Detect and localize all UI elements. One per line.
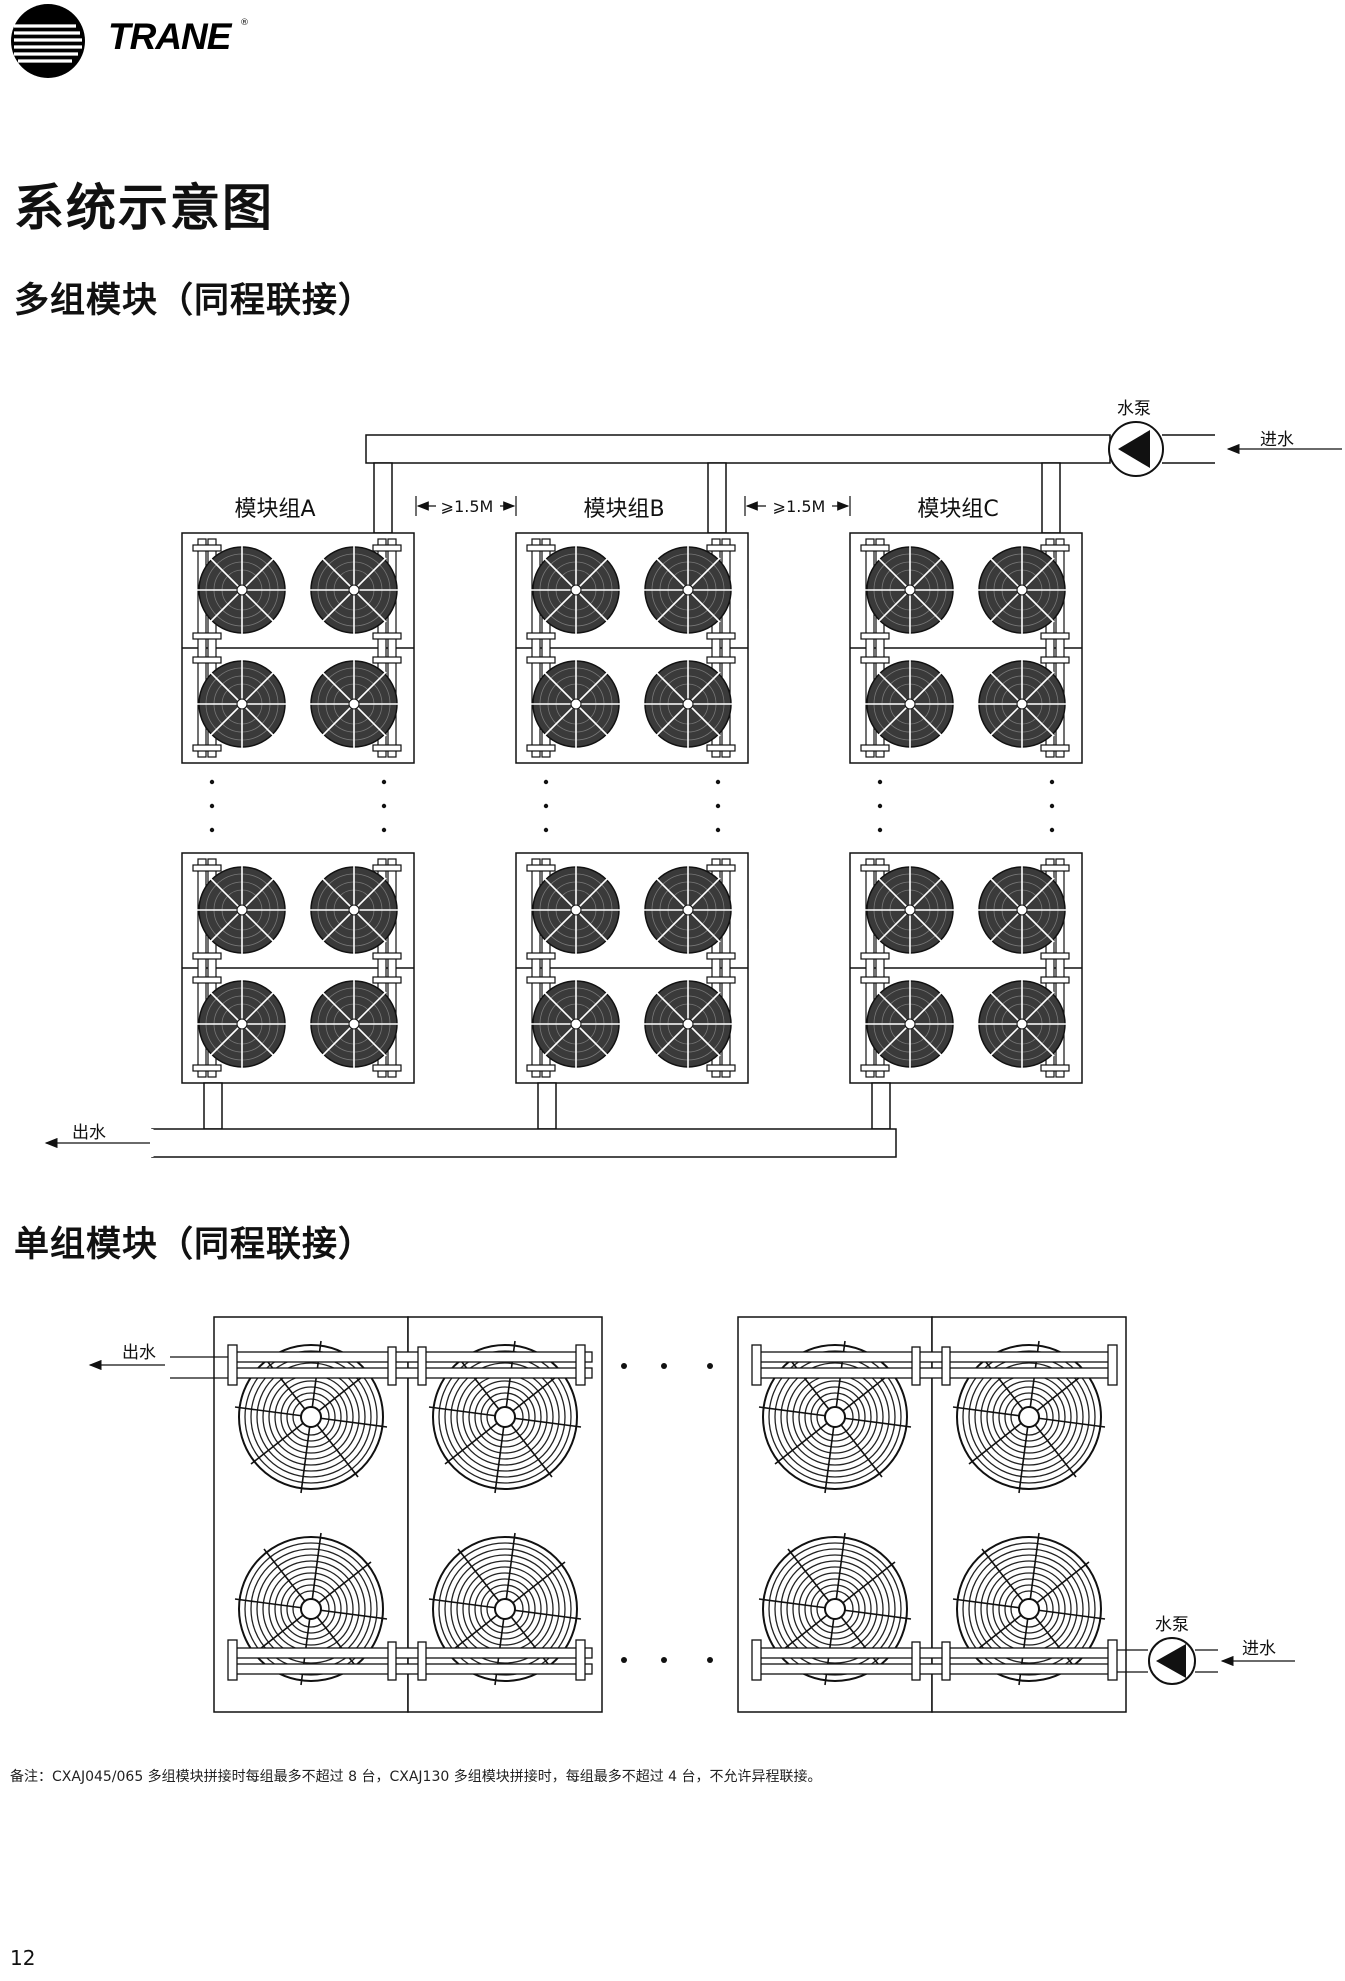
brand-name: TRANE: [108, 16, 231, 57]
trane-logo: [11, 4, 85, 78]
group-label-c: 模块组C: [917, 497, 998, 522]
single-outlet-label: 出水: [122, 1343, 156, 1363]
outlet-label: 出水: [72, 1123, 106, 1143]
module-c-top: [850, 533, 1082, 763]
section-heading-single: 单组模块（同程联接）: [14, 1225, 375, 1265]
brand-registered-mark: ®: [240, 18, 249, 28]
footnote: 备注：CXAJ045/065 多组模块拼接时每组最多不超过 8 台，CXAJ13…: [10, 1769, 822, 1785]
module-b-bottom: [516, 853, 748, 1083]
single-pump-label: 水泵: [1155, 1615, 1189, 1635]
pump-label: 水泵: [1117, 399, 1151, 419]
section-heading-multi: 多组模块（同程联接）: [14, 281, 375, 321]
page-title: 系统示意图: [14, 179, 274, 237]
group-label-a: 模块组A: [234, 497, 315, 522]
group-label-b: 模块组B: [583, 497, 664, 522]
spacing-label-ab: ⩾1.5M: [441, 497, 494, 516]
pump-icon: [1108, 421, 1164, 477]
inlet-label: 进水: [1260, 430, 1294, 450]
module-a-bottom: [182, 853, 414, 1083]
module-b-top: [516, 533, 748, 763]
module-c-bottom: [850, 853, 1082, 1083]
module-a-top: [182, 533, 414, 763]
single-inlet-label: 进水: [1242, 1639, 1276, 1659]
continuation-dots: [209, 779, 1055, 833]
page-number: 12: [10, 1946, 36, 1970]
single-pump-icon: [1148, 1637, 1196, 1685]
spacing-label-bc: ⩾1.5M: [773, 497, 826, 516]
single-group-diagram: 出水 水泵 进水: [88, 1317, 1295, 1712]
multi-group-diagram: 水泵 进水 模块组A 模块组B 模块组C ⩾1.5M ⩾1.5M: [44, 399, 1342, 1158]
